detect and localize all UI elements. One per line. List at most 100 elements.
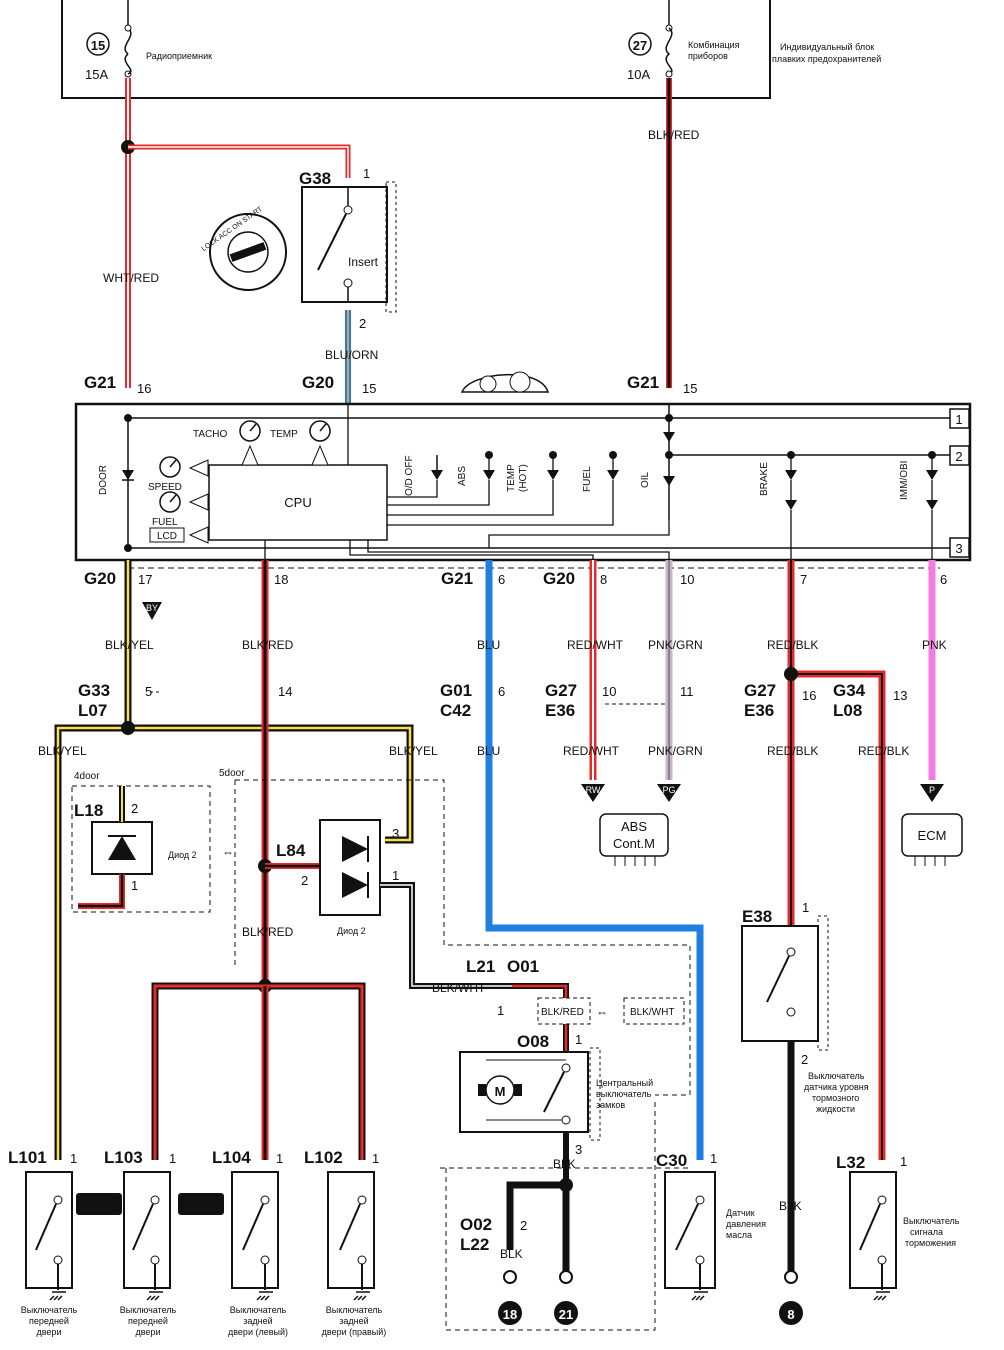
svg-text:14: 14 [278, 684, 292, 699]
svg-text:двери (правый): двери (правый) [322, 1327, 387, 1337]
svg-text:L21: L21 [466, 957, 495, 976]
tacho-label: TACHO [193, 429, 227, 440]
ignition-key-icon: LOCK ACC ON START [201, 206, 287, 291]
central-lock: L21 O01 1 BLK/RED ⇔ BLK/WHT O08 1 M 3 BL… [440, 957, 690, 1331]
stop-light-switch: L32 1 Выключатель сигнала торможения [836, 1153, 960, 1290]
svg-text:8: 8 [600, 572, 607, 587]
svg-text:Выключатель: Выключатель [903, 1216, 960, 1226]
svg-text:двери (левый): двери (левый) [228, 1327, 288, 1337]
svg-text:1: 1 [392, 868, 399, 883]
svg-text:G27: G27 [744, 681, 776, 700]
svg-text:E38: E38 [742, 907, 772, 926]
svg-text:L32: L32 [836, 1153, 865, 1172]
door-icon-b [178, 1193, 224, 1215]
cluster-tag-1: 1 [955, 412, 962, 427]
svg-text:BLK/YEL: BLK/YEL [105, 638, 154, 652]
svg-text:10: 10 [602, 684, 616, 699]
svg-text:передней: передней [29, 1316, 69, 1326]
svg-text:PNK/GRN: PNK/GRN [648, 744, 703, 758]
oil-pressure-switch: C30 1 Датчик давления масла [656, 1151, 766, 1290]
connector-g21-right: G21 [627, 373, 659, 392]
svg-text:4door: 4door [74, 771, 100, 782]
svg-text:L101: L101 [8, 1148, 47, 1167]
fuse-15-label: Радиоприемник [146, 51, 212, 61]
svg-text:L84: L84 [276, 841, 306, 860]
svg-text:3: 3 [575, 1142, 582, 1157]
blk-yel-wires: BY BLK/YEL G33 5 L07 BLK/YEL BLK/YEL [38, 560, 438, 1160]
svg-text:выключатель: выключатель [596, 1089, 652, 1099]
svg-text:BLK/WHT: BLK/WHT [432, 981, 486, 995]
svg-text:13: 13 [893, 688, 907, 703]
fuse-27-rating: 10A [627, 67, 650, 82]
svg-text:L22: L22 [460, 1235, 489, 1254]
svg-text:Диод 2: Диод 2 [337, 926, 366, 936]
svg-text:BLK: BLK [500, 1247, 523, 1261]
pnk-wire: PNK P ECM [901, 560, 963, 866]
svg-text:двери: двери [136, 1327, 161, 1337]
connector-g38: G38 [299, 169, 331, 188]
svg-text:G33: G33 [78, 681, 110, 700]
svg-text:L08: L08 [833, 701, 862, 720]
pnk-grn-wire: PNK/GRN 11 PNK/GRN PG [648, 560, 703, 802]
svg-text:задней: задней [243, 1316, 272, 1326]
svg-text:масла: масла [726, 1230, 752, 1240]
svg-text:2: 2 [520, 1218, 527, 1233]
svg-text:BLK/RED: BLK/RED [242, 925, 294, 939]
cpu-label: CPU [284, 495, 311, 510]
svg-text:(HOT): (HOT) [518, 464, 529, 492]
svg-text:RED/BLK: RED/BLK [858, 744, 909, 758]
door-lamp-label: DOOR [98, 465, 109, 495]
svg-text:G01: G01 [440, 681, 472, 700]
fuse-27-label-1: Комбинация [688, 40, 740, 50]
lower-connector-labels: G20 17 18 G21 6 G20 8 10 7 6 [84, 569, 947, 588]
svg-text:E36: E36 [744, 701, 774, 720]
lcd-label: LCD [157, 531, 177, 542]
svg-text:11: 11 [680, 684, 694, 699]
cluster-tag-3: 3 [955, 541, 962, 556]
svg-text:C42: C42 [440, 701, 471, 720]
svg-text:двери: двери [37, 1327, 62, 1337]
warning-lamps: O/D OFF ABS TEMP (HOT) FUEL OIL BRAKE IM… [264, 404, 938, 560]
blu-wire: BLU G01 6 C42 BLU [440, 560, 704, 1160]
svg-text:G20: G20 [543, 569, 575, 588]
svg-text:Выключатель: Выключатель [326, 1305, 383, 1315]
svg-text:PNK/GRN: PNK/GRN [648, 638, 703, 652]
svg-text:G27: G27 [545, 681, 577, 700]
svg-text:G34: G34 [833, 681, 866, 700]
svg-text:BLU: BLU [477, 744, 500, 758]
svg-text:ABS: ABS [621, 819, 647, 834]
door-icon-a [76, 1193, 122, 1215]
ignition-switch: G38 1 Insert 2 LOCK ACC ON START [201, 166, 397, 331]
svg-text:1: 1 [575, 1032, 582, 1047]
connector-g21-left: G21 [84, 373, 116, 392]
top-wires: WHT/RED BLK/RED BLU/ORN [103, 78, 700, 404]
svg-text:BLU: BLU [477, 638, 500, 652]
wire-label-blk-red-top: BLK/RED [648, 128, 700, 142]
svg-text:Датчик: Датчик [726, 1208, 755, 1218]
svg-text:17: 17 [138, 572, 152, 587]
svg-text:PNK: PNK [922, 638, 947, 652]
svg-text:TEMP: TEMP [506, 464, 517, 492]
switch-l102: L102 1 Выключатель задней двери (правый) [304, 1148, 386, 1337]
connector-g20-top: G20 [302, 373, 334, 392]
svg-text:Центральный: Центральный [596, 1078, 653, 1088]
svg-text:18: 18 [274, 572, 288, 587]
svg-text:RED/BLK: RED/BLK [767, 744, 818, 758]
fuse-box-caption-1: Индивидуальный блок [780, 42, 874, 52]
svg-text:датчика уровня: датчика уровня [804, 1082, 869, 1092]
svg-text:1: 1 [802, 900, 809, 915]
svg-text:RED/WHT: RED/WHT [567, 638, 624, 652]
connector-arrow-left: ⇔ [222, 845, 234, 859]
g20-pin-15: 15 [362, 381, 376, 396]
fuse-27-symbol [665, 27, 673, 75]
svg-text:FUEL: FUEL [582, 466, 593, 492]
svg-text:BLK: BLK [779, 1199, 802, 1213]
svg-text:1: 1 [372, 1151, 379, 1166]
g38-pin-1: 1 [363, 166, 370, 181]
svg-text:18: 18 [503, 1307, 517, 1322]
svg-text:BLK/YEL: BLK/YEL [38, 744, 87, 758]
ignition-insert-label: Insert [348, 255, 379, 269]
svg-text:тормозного: тормозного [812, 1093, 859, 1103]
svg-text:5door: 5door [219, 768, 245, 779]
